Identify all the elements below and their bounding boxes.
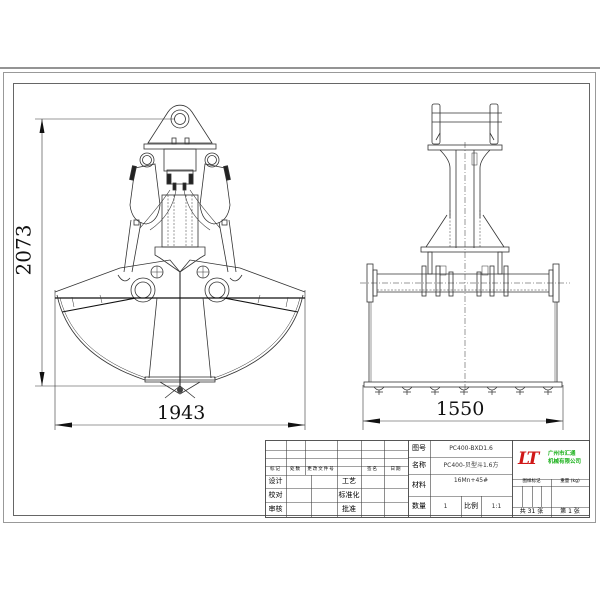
front-width-dimension-label: 1943: [157, 402, 206, 424]
side-width-dimension-label: 1550: [436, 398, 485, 420]
drawing-frame: [0, 67, 600, 523]
height-dimension-label: 2073: [11, 224, 36, 276]
teeth: [373, 386, 554, 395]
front-view: [35, 104, 306, 430]
title-block-grid: [265, 440, 590, 518]
side-view: [360, 103, 570, 430]
